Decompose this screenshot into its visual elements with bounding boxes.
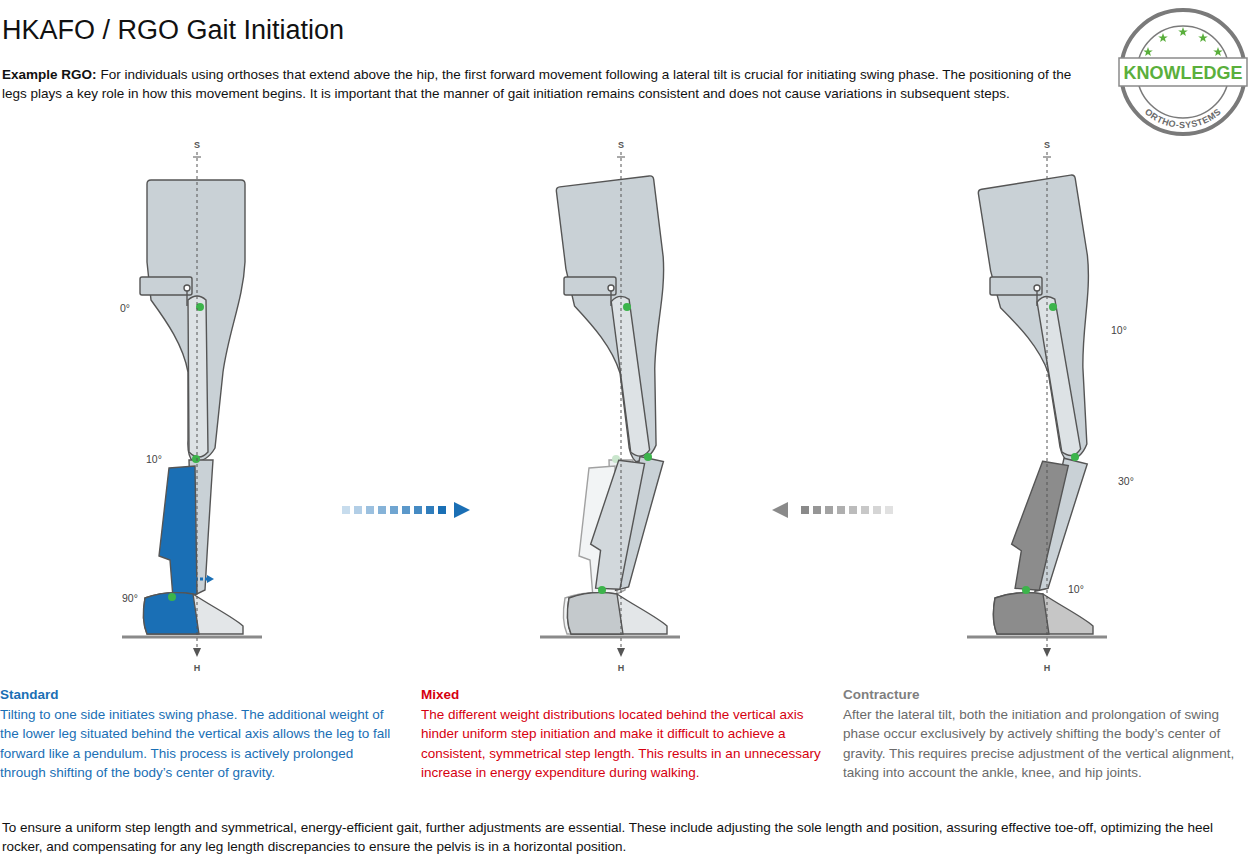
arrow-segment — [390, 506, 398, 514]
angle-label: 10° — [1068, 582, 1084, 596]
diagram-title: HKAFO / RGO Gait Initiation — [2, 15, 344, 46]
shoe — [993, 593, 1093, 634]
axis-end-label: H — [194, 662, 201, 674]
thigh-shell — [147, 180, 245, 462]
axis-end-label: S — [618, 139, 624, 151]
intro-paragraph: Example RGO:For individuals using orthos… — [2, 66, 1072, 103]
hip-lock — [1034, 285, 1040, 291]
shoe — [143, 593, 243, 634]
pelvic-band — [564, 277, 616, 295]
heel — [993, 593, 1049, 634]
panel-description: Tilting to one side initiates swing phas… — [0, 705, 392, 783]
knee-joint — [1071, 453, 1079, 461]
motion-arrow-head — [207, 575, 214, 583]
figure-panel: ContractureAfter the lateral tilt, both … — [900, 140, 1195, 640]
arrow-segment — [813, 506, 821, 514]
panel-caption: ContractureAfter the lateral tilt, both … — [843, 685, 1248, 783]
pelvic-band — [990, 277, 1042, 295]
diagram-caption: To ensure a uniform step length and symm… — [2, 818, 1217, 856]
panel-caption: MixedThe different weight distributions … — [421, 685, 823, 783]
ankle-joint — [1022, 586, 1030, 594]
lower-leg-shell — [1001, 457, 1070, 594]
heel — [143, 593, 199, 634]
intro-text: For individuals using orthoses that exte… — [2, 67, 1071, 101]
hip-joint — [1049, 303, 1057, 311]
figure-panel: MixedThe different weight distributions … — [475, 140, 767, 640]
panel-heading: Mixed — [421, 685, 823, 705]
arrow-segment — [378, 506, 386, 514]
hip-lock — [184, 285, 190, 291]
standard-leg — [140, 180, 245, 634]
arrow-segment — [414, 506, 422, 514]
vertical-axes — [193, 152, 1051, 648]
dotted-arrow — [342, 502, 470, 518]
figure-panel: StandardTilting to one side initiates sw… — [120, 140, 335, 640]
axis-end-label: H — [1044, 662, 1051, 674]
angle-label: 0° — [120, 301, 130, 315]
panel-caption: StandardTilting to one side initiates sw… — [0, 685, 392, 783]
arrow-head — [454, 502, 470, 518]
arrow-segment — [354, 506, 362, 514]
arrow-segment — [342, 506, 350, 514]
arrow-segment — [849, 506, 857, 514]
lower-leg-shell — [159, 466, 197, 598]
panel-description: The different weight distributions locat… — [421, 705, 823, 783]
side-bar — [611, 295, 650, 457]
ankle-joint — [168, 593, 176, 601]
angle-label: 10° — [1111, 323, 1127, 337]
angle-label: 90° — [122, 591, 138, 605]
panel-heading: Standard — [0, 685, 392, 705]
floor-lines — [122, 636, 1107, 639]
arrow-segment — [426, 506, 434, 514]
arrow-segment — [861, 506, 869, 514]
arrow-segment — [825, 506, 833, 514]
side-bar — [1036, 295, 1081, 457]
pelvic-band — [140, 277, 192, 295]
arrow-head — [772, 502, 788, 518]
mixed-leg — [556, 175, 688, 634]
dotted-arrow — [772, 502, 893, 518]
knee-joint — [192, 455, 200, 463]
axis-end-label: S — [1044, 139, 1050, 151]
arrow-segment — [366, 506, 374, 514]
panel-description: After the lateral tilt, both the initiat… — [843, 705, 1248, 783]
arrow-segment — [873, 506, 881, 514]
axis-arrowheads — [193, 648, 1051, 657]
side-bar — [188, 296, 208, 457]
arrow-segment — [402, 506, 410, 514]
arrow-segment — [801, 506, 809, 514]
knee-joint — [644, 453, 652, 461]
angle-label: 30° — [1118, 474, 1134, 488]
arrow-segment — [837, 506, 845, 514]
panel-heading: Contracture — [843, 685, 1248, 705]
hip-lock — [608, 285, 614, 291]
heel — [567, 593, 623, 634]
arrow-segment — [885, 506, 893, 514]
axis-end-label: S — [194, 139, 200, 151]
axis-end-label: H — [618, 662, 625, 674]
hip-joint — [623, 303, 631, 311]
hip-lock-rod — [610, 291, 611, 306]
shoe — [567, 593, 667, 634]
logo-word: KNOWLEDGE — [1124, 63, 1243, 83]
thigh-shell — [556, 175, 688, 467]
hip-lock-rod — [186, 291, 187, 306]
hip-lock-rod — [1036, 291, 1037, 306]
logo-arc-text: ORTHO-SYSTEMS — [1143, 107, 1223, 131]
ankle-joint — [598, 586, 606, 594]
lower-leg-shell — [582, 456, 647, 593]
logo-subtitle: ORTHO-SYSTEMS — [1143, 107, 1223, 131]
angle-label: 10° — [146, 452, 162, 466]
thigh-shell — [978, 175, 1119, 469]
arrow-segment — [438, 506, 446, 514]
knowledge-logo: KNOWLEDGE ORTHO-SYSTEMS — [1119, 10, 1247, 134]
intro-lead: Example RGO: — [2, 67, 97, 82]
contracture-leg — [978, 175, 1119, 634]
